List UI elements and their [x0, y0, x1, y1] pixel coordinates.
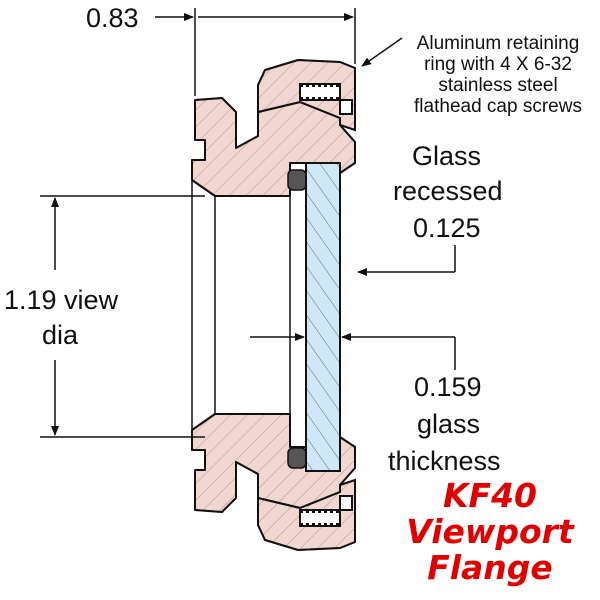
retaining-ring-callout: Aluminum retaining ring with 4 X 6-32 st…	[400, 33, 596, 117]
view-diameter-label-line2: dia	[42, 320, 79, 350]
glass-thickness-label-line1: 0.159	[414, 372, 482, 402]
callout-line3: stainless steel	[438, 75, 558, 96]
glass-thickness-label-line3: thickness	[388, 446, 501, 476]
glass-window	[305, 162, 341, 472]
title-line1: KF40	[442, 476, 538, 515]
bore-lines	[191, 180, 291, 430]
title-line3: Flange	[427, 548, 553, 587]
retaining-ring-lower	[257, 478, 356, 552]
callout-line1: Aluminum retaining	[416, 33, 580, 54]
o-ring-lower	[287, 447, 307, 469]
overall-width-label: 0.83	[86, 3, 139, 33]
o-ring-upper	[287, 169, 307, 191]
glass-recess-label-line1: Glass	[412, 141, 482, 171]
view-diameter-label-line1: 1.19 view	[4, 285, 119, 315]
product-title: KF40 Viewport Flange	[385, 478, 595, 586]
retaining-ring-upper	[257, 58, 356, 132]
glass-recess-label-line3: 0.125	[413, 213, 481, 243]
dimension-view-diameter	[40, 195, 205, 438]
title-line2: Viewport	[406, 512, 574, 551]
callout-leader	[361, 37, 403, 67]
dimension-glass-recess	[357, 245, 456, 276]
dimension-overall-width	[155, 8, 356, 96]
dimension-glass-thickness	[250, 333, 456, 370]
glass-recess-label-line2: recessed	[393, 176, 503, 206]
callout-line4: flathead cap screws	[414, 96, 582, 117]
glass-thickness-label-line2: glass	[417, 409, 481, 439]
callout-line2: ring with 4 X 6-32	[424, 54, 572, 75]
